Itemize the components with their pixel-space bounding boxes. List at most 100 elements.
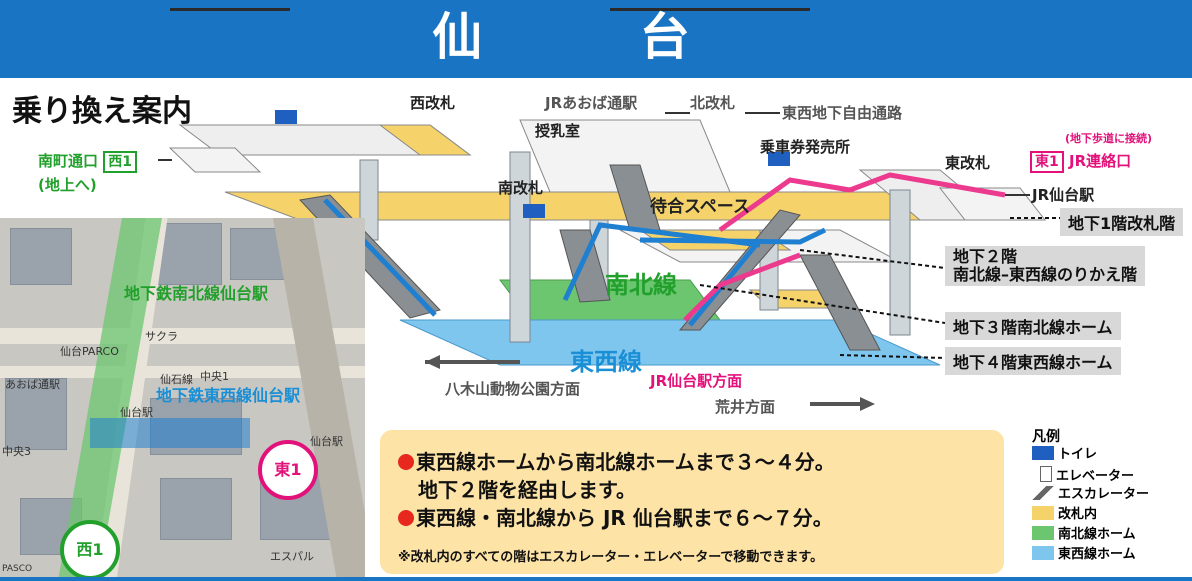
note-line-1-text: 東西線ホームから南北線ホームまで３〜４分。 (416, 450, 835, 474)
title-banner: 仙 台 (0, 0, 1192, 78)
floor-leader (839, 354, 946, 359)
east-exit-name: JR連絡口 (1068, 152, 1132, 170)
floor-b3-tag: 地下３階南北線ホーム (945, 312, 1121, 340)
toilet-icon (768, 152, 790, 166)
jr-aoba-label: JRあおば通駅 (545, 94, 638, 112)
minami-exit-label: 南町通口 西1 (38, 150, 137, 173)
map-label-sendai-r: 仙台駅 (310, 435, 343, 448)
toilet-icon (275, 110, 297, 124)
yagiyama-arrow-head (425, 355, 440, 369)
map-label-pasco: PASCO (2, 564, 33, 574)
map-road (0, 328, 365, 344)
toilet-icon (523, 204, 545, 218)
map-road (0, 366, 365, 378)
yagiyama-direction: 八木山動物公園方面 (445, 380, 581, 398)
jr-sendai-label: JR仙台駅 (1032, 186, 1095, 204)
legend-title: 凡例 (1032, 429, 1060, 445)
nanboku-line-label: 南北線 (605, 271, 677, 299)
minami-exit-sub: (地上へ) (38, 176, 97, 194)
top-divider (610, 0, 810, 11)
bullet-icon (398, 510, 414, 526)
map-building (5, 378, 67, 450)
arai-arrow-head (860, 397, 875, 411)
bottom-border (0, 577, 1192, 581)
legend-tozai-label: 東西線ホーム (1058, 547, 1136, 562)
note-line-2: 地下２階を経由します。 (418, 478, 636, 502)
floor-leader (699, 284, 946, 324)
escalator (799, 254, 881, 351)
west-exit-code: 西1 (103, 151, 137, 173)
gate-area-swatch (1032, 506, 1054, 520)
floor-b2-line2: 南北線–東西線のりかえ階 (953, 265, 1138, 284)
legend-nanboku: 南北線ホーム (1032, 526, 1136, 544)
legend-toilet: トイレ (1032, 446, 1097, 464)
station-diagram (158, 110, 1060, 411)
floor-b2-line1: 地下２階 (953, 247, 1018, 266)
west-gate-label: 西改札 (410, 94, 456, 112)
map-label-chuo: 中央1 (200, 370, 229, 383)
station-title: 仙 台 (432, 8, 760, 66)
floor-leader (799, 249, 946, 269)
map-label-sendai: 仙台駅 (120, 406, 153, 419)
toilet-icon (1032, 446, 1054, 460)
map-label-senseki: 仙石線 (160, 373, 193, 386)
legend-gate-area-label: 改札内 (1058, 507, 1098, 522)
tozai-route (639, 227, 827, 245)
tozai-line-route (90, 418, 250, 448)
tozai-swatch (1032, 546, 1054, 560)
tozai-free-passage-label: 東西地下自由通路 (782, 104, 903, 122)
map-label-ebeans: エスパル (270, 550, 314, 563)
legend-elevator-label: エレベーター (1056, 469, 1135, 484)
south-gate-label: 南改札 (498, 179, 544, 197)
legend-elevator: エレベーター (1032, 466, 1134, 484)
bullet-icon (398, 454, 414, 470)
underground-connect-label: (地下歩道に接続) (1065, 132, 1153, 145)
map-label-sakura: サクラ (145, 330, 178, 343)
tozai-station-label: 地下鉄東西線仙台駅 (156, 386, 301, 405)
east-exit-code: 東1 (1030, 151, 1064, 173)
main-panel: 乗り換え案内 (0, 80, 1192, 581)
legend-escalator-label: エスカレーター (1058, 487, 1150, 502)
b1-west-exit-link (168, 147, 262, 173)
pillar (509, 151, 531, 343)
legend-toilet-label: トイレ (1058, 447, 1098, 462)
ticket-office-label: 乗車券発売所 (760, 138, 851, 156)
west-exit-marker: 西1 (60, 520, 120, 580)
map-label-aoba: あおば通駅 (5, 378, 60, 391)
jr-route (718, 172, 1006, 233)
arai-direction: 荒井方面 (715, 398, 776, 416)
floor-b1-tag: 地下1階改札階 (1060, 208, 1184, 236)
nanboku-swatch (1032, 526, 1054, 540)
floor-b4-tag: 地下４階東西線ホーム (945, 347, 1121, 375)
b1-center-block (519, 119, 731, 193)
guide-heading: 乗り換え案内 (12, 94, 192, 129)
waiting-space-label: 待合スペース (650, 197, 750, 217)
legend: 凡例 トイレ エレベーター エスカレーター 改札内 南北線ホーム 東西線ホーム (1030, 422, 1192, 576)
legend-tozai: 東西線ホーム (1032, 546, 1136, 564)
east-exit-marker: 東1 (258, 440, 318, 500)
jr-route (683, 252, 801, 322)
street-map: あおば通駅 仙台駅 仙台駅 中央1 サクラ 仙台PARCO エスパル 仙石線 中… (0, 218, 365, 581)
top-divider (170, 0, 290, 11)
tozai-line-label: 東西線 (570, 348, 642, 376)
transfer-note: 東西線ホームから南北線ホームまで３〜４分。 地下２階を経由します。 東西線・南北… (380, 430, 1004, 574)
b1-north-wing-gate (378, 124, 472, 156)
floor-b2-tag: 地下２階 南北線–東西線のりかえ階 (945, 246, 1146, 286)
east-gate-label: 東改札 (945, 154, 991, 172)
east-exit: 東1 JR連絡口 (1030, 150, 1131, 173)
map-label-parco: 仙台PARCO (60, 345, 119, 358)
escalator-icon (1032, 486, 1054, 500)
nursing-room-label: 授乳室 (535, 122, 581, 140)
legend-escalator: エスカレーター (1032, 486, 1149, 504)
map-building (160, 478, 232, 540)
map-label-chuo3: 中央3 (2, 445, 31, 458)
north-gate-label: 北改札 (690, 94, 736, 112)
elevator-icon (1040, 466, 1052, 482)
map-building (10, 228, 72, 285)
note-line-1: 東西線ホームから南北線ホームまで３〜４分。 (398, 446, 835, 475)
note-footnote: ※改札内のすべての階はエスカレーター・エレベーターで移動できます。 (398, 550, 824, 565)
jr-sendai-direction: JR仙台駅方面 (650, 372, 743, 390)
note-line-3-text: 東西線・南北線から JR 仙台駅まで６〜７分。 (416, 506, 833, 530)
nanboku-station-label: 地下鉄南北線仙台駅 (124, 284, 269, 303)
